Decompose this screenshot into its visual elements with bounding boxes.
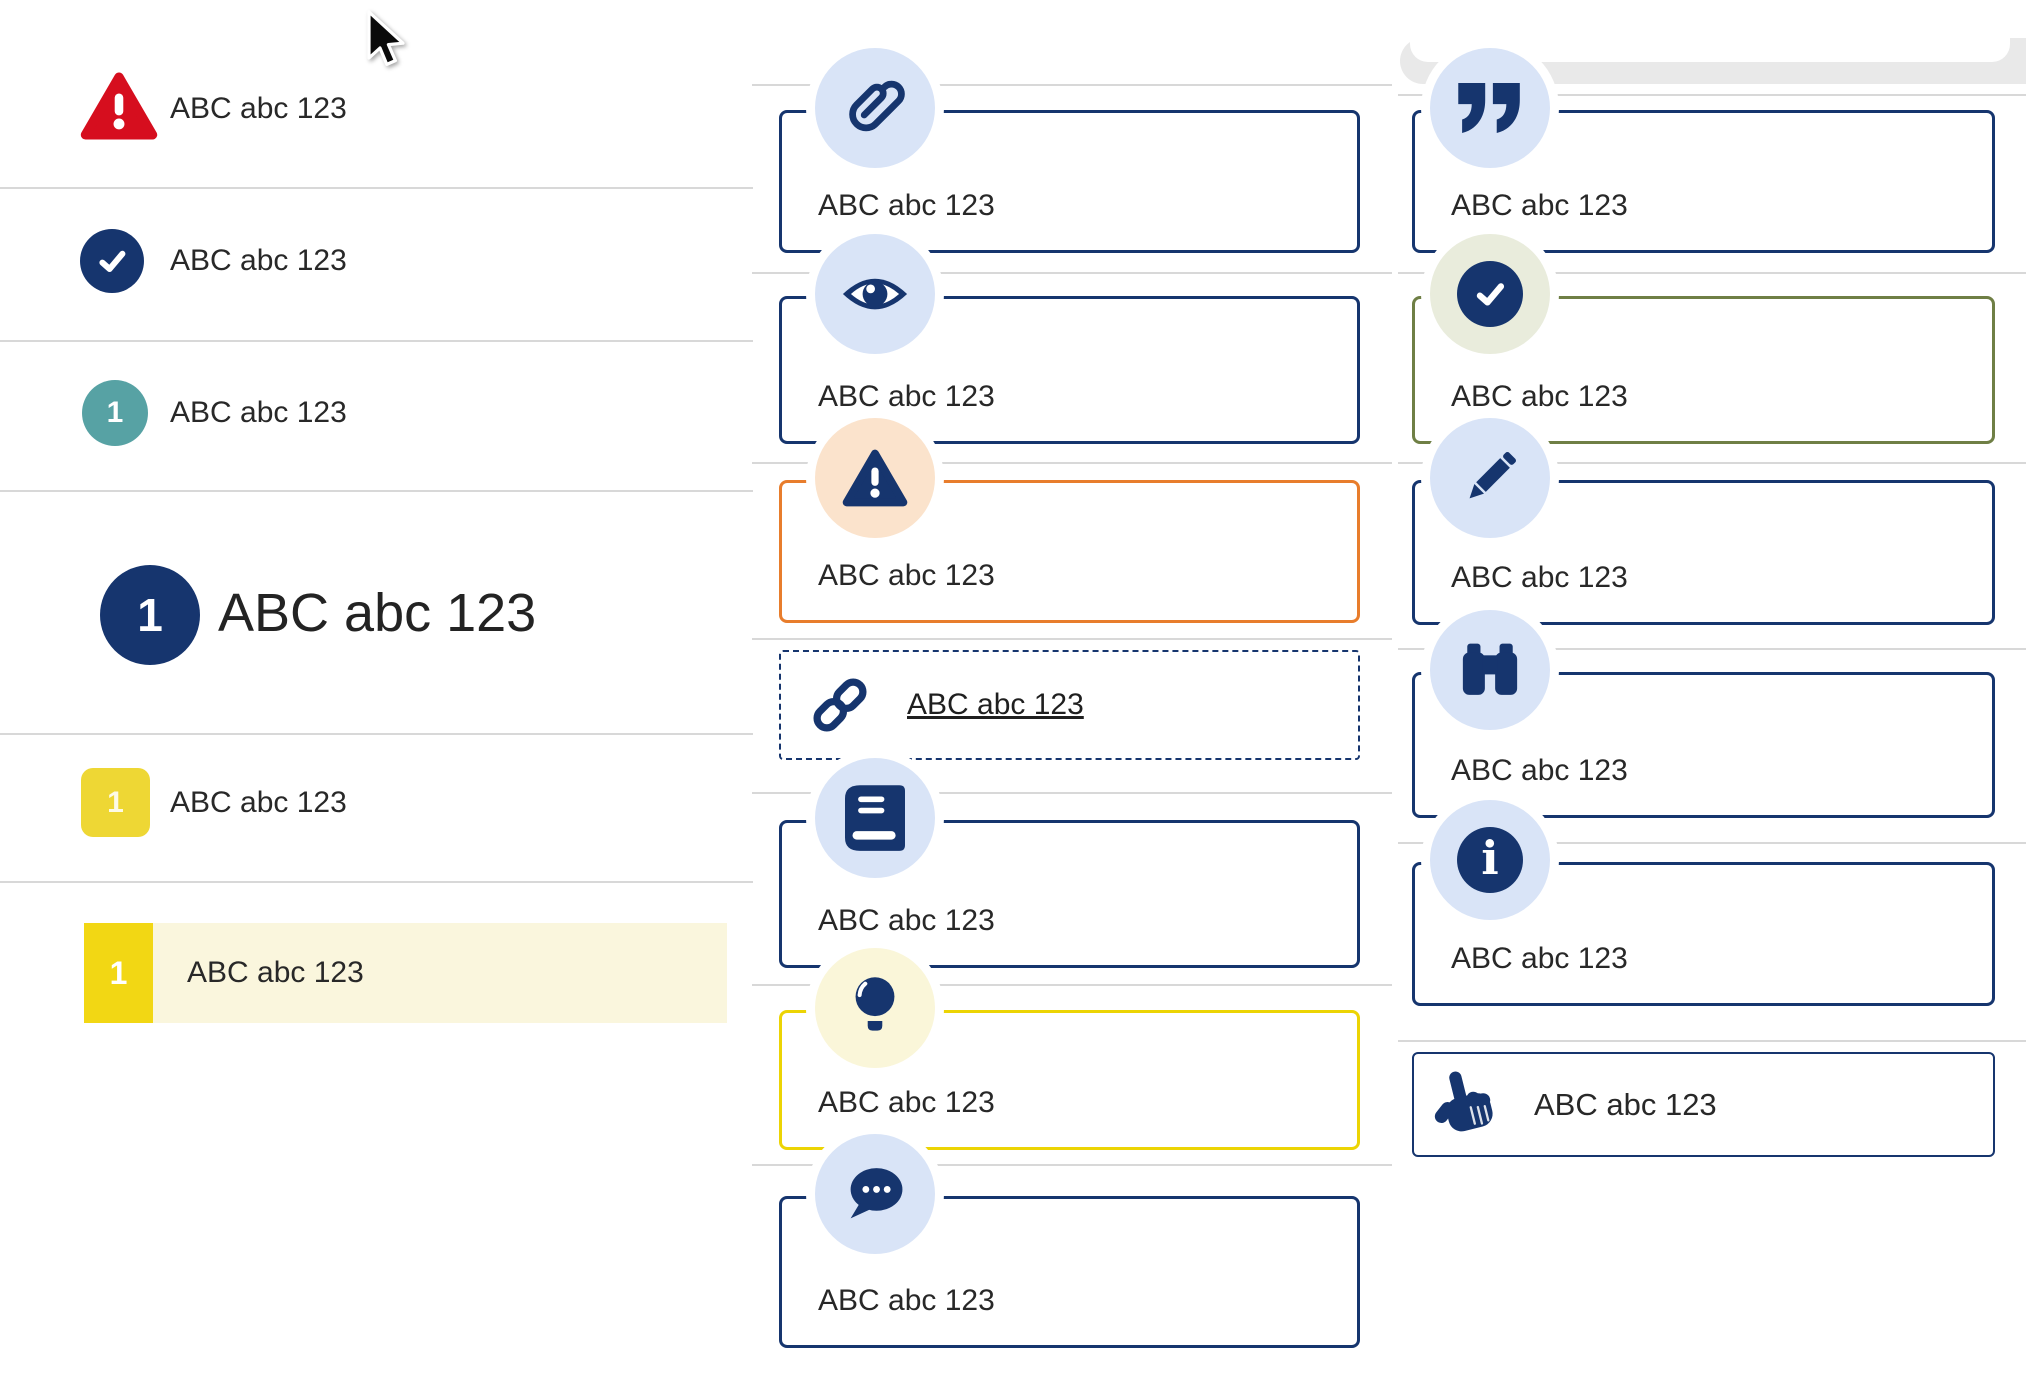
quote-icon: [1458, 83, 1520, 133]
divider: [752, 984, 1392, 986]
divider: [752, 1164, 1392, 1166]
checkmark-glyph: [1476, 283, 1505, 306]
card-label: ABC abc 123: [1534, 1086, 1717, 1122]
chat-icon: [850, 1168, 903, 1219]
callout-card-action: ABC abc 123: [1412, 1052, 1995, 1157]
divider: [0, 881, 753, 883]
check-icon-circle: [1430, 234, 1550, 354]
eye-icon: [842, 278, 908, 310]
card-label: ABC abc 123: [1451, 561, 1628, 594]
callout-card-link[interactable]: ABC abc 123: [779, 650, 1360, 760]
link-icon: [813, 678, 867, 732]
info-icon: i: [1457, 827, 1523, 893]
divider: [0, 490, 753, 492]
pointing-hand-icon: [1434, 1071, 1493, 1131]
warning-icon-circle: [815, 418, 935, 538]
divider: [0, 733, 753, 735]
divider: [752, 272, 1392, 274]
divider: [0, 187, 753, 189]
callout-card-success: ABC abc 123: [1412, 296, 1995, 444]
checkmark-glyph: [99, 250, 126, 272]
list-item-label[interactable]: ABC abc 123: [170, 786, 347, 819]
divider: [1398, 648, 2026, 650]
list-item-label[interactable]: ABC abc 123: [170, 92, 347, 125]
book-icon-circle: [815, 758, 935, 878]
divider: [1398, 1040, 2026, 1042]
card-label: ABC abc 123: [1451, 942, 1628, 975]
divider: [1398, 842, 2026, 844]
check-circle-icon: [1457, 261, 1523, 327]
paperclip-icon: [849, 80, 905, 132]
divider: [752, 462, 1392, 464]
quote-icon-circle: [1430, 48, 1550, 168]
divider: [752, 638, 1392, 640]
divider: [1398, 94, 2026, 96]
mouse-cursor: [367, 10, 405, 66]
numbered-square-yellow-bright[interactable]: 1: [84, 923, 153, 1023]
card-label: ABC abc 123: [1451, 189, 1628, 222]
divider: [1398, 272, 2026, 274]
divider: [752, 84, 1392, 86]
numbered-circle-teal[interactable]: 1: [82, 380, 148, 446]
warning-triangle-icon[interactable]: [80, 71, 158, 141]
divider: [752, 792, 1392, 794]
section-heading[interactable]: ABC abc 123: [218, 583, 537, 643]
numbered-circle-navy-large[interactable]: 1: [100, 565, 200, 665]
lightbulb-icon: [855, 977, 895, 1031]
card-label: ABC abc 123: [818, 1086, 995, 1119]
list-item-highlighted[interactable]: [84, 923, 727, 1023]
book-icon: [845, 785, 905, 851]
card-label: ABC abc 123: [818, 904, 995, 937]
list-item-label[interactable]: ABC abc 123: [187, 956, 364, 989]
list-item-label[interactable]: ABC abc 123: [170, 244, 347, 277]
divider: [0, 340, 753, 342]
divider: [1398, 462, 2026, 464]
info-glyph: i: [1481, 831, 1499, 885]
check-circle-icon[interactable]: [80, 229, 144, 293]
pencil-icon-circle: [1430, 418, 1550, 538]
card-label: ABC abc 123: [1451, 754, 1628, 787]
list-item-label[interactable]: ABC abc 123: [170, 396, 347, 429]
binoculars-icon: [1462, 643, 1518, 695]
info-icon-circle: i: [1430, 800, 1550, 920]
lightbulb-icon-circle: [815, 948, 935, 1068]
chat-icon-circle: [815, 1134, 935, 1254]
card-label: ABC abc 123: [1451, 380, 1628, 413]
pencil-icon: [1469, 452, 1516, 499]
card-link-text[interactable]: ABC abc 123: [907, 688, 1084, 721]
warning-icon: [842, 449, 908, 507]
card-label: ABC abc 123: [818, 380, 995, 413]
numbered-square-yellow[interactable]: 1: [81, 768, 150, 837]
card-label: ABC abc 123: [818, 189, 995, 222]
card-label: ABC abc 123: [818, 1284, 995, 1317]
card-label: ABC abc 123: [818, 559, 995, 592]
binoculars-icon-circle: [1430, 610, 1550, 730]
paperclip-icon-circle: [815, 48, 935, 168]
eye-icon-circle: [815, 234, 935, 354]
